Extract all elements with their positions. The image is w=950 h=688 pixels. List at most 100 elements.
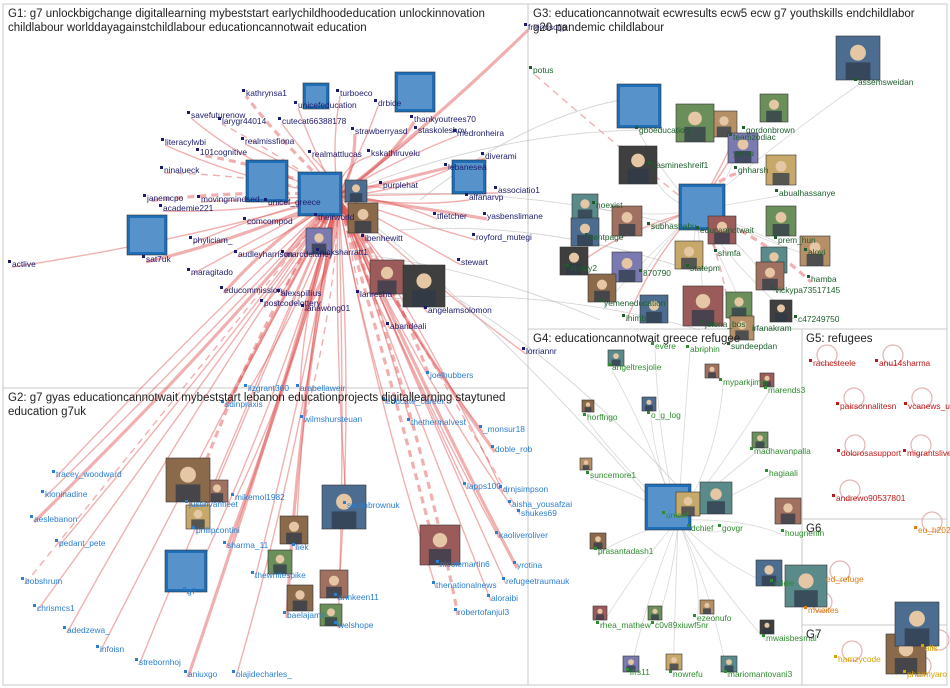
node-label[interactable]: turboeco xyxy=(340,88,373,98)
node-label[interactable]: doble_rob xyxy=(495,444,533,454)
node-label[interactable]: g7 xyxy=(187,586,197,596)
node-label[interactable]: prem_hun xyxy=(778,235,816,245)
node-label[interactable]: evere xyxy=(655,341,676,351)
node-label[interactable]: strebornhoj xyxy=(139,657,181,667)
node-label[interactable]: vcanews_uk xyxy=(908,401,950,411)
node-label[interactable]: annkeen11 xyxy=(338,592,379,602)
node-label[interactable]: tfletcher xyxy=(437,211,467,221)
node-label[interactable]: jelena_bos xyxy=(704,319,746,329)
node-label[interactable]: shady2 xyxy=(570,263,597,273)
node-label[interactable]: chrismcs1 xyxy=(37,603,75,613)
node-label[interactable]: bobshrum xyxy=(25,576,62,586)
node-label[interactable]: sat7uk xyxy=(146,254,171,264)
node-label[interactable]: kaoliveroliver xyxy=(499,530,548,540)
node-label[interactable]: purplehat xyxy=(383,180,419,190)
node-label[interactable]: pairsonnalitesn xyxy=(840,401,897,411)
node-label[interactable]: strawberryasd xyxy=(355,126,408,136)
node-label[interactable]: ihimb xyxy=(626,313,646,323)
node-label[interactable]: yemeneducation xyxy=(604,298,666,308)
node-label[interactable]: academie221 xyxy=(163,203,214,213)
node-label[interactable]: angelamsolomon xyxy=(428,305,492,315)
node-label[interactable]: 101cognitive xyxy=(200,147,247,157)
node-label[interactable]: noexist xyxy=(596,200,623,210)
node-label[interactable]: mikemol1982 xyxy=(235,492,285,502)
node-label[interactable]: lanresha xyxy=(360,289,392,299)
node-label[interactable]: pharmyaro xyxy=(907,669,947,679)
node-label[interactable]: sharma_11 xyxy=(227,540,269,550)
node-label[interactable]: larygr44014 xyxy=(222,116,267,126)
node-label[interactable]: tracey_woodward xyxy=(56,469,122,479)
node-label[interactable]: diverami xyxy=(485,151,517,161)
node-label[interactable]: alfanarvp xyxy=(469,192,504,202)
node-label[interactable]: govgr xyxy=(722,523,743,533)
node-label[interactable]: aniuxgo xyxy=(188,669,218,679)
node-label[interactable]: unicef_greece xyxy=(268,197,321,207)
node-label[interactable]: ed_refuge xyxy=(826,574,864,584)
node-label[interactable]: medronheira xyxy=(457,128,504,138)
node-label[interactable]: mvieites xyxy=(808,605,839,615)
node-label[interactable]: lanawong01 xyxy=(305,303,351,313)
node-label[interactable]: welshope xyxy=(337,620,374,630)
node-label[interactable]: hougnenin xyxy=(785,528,824,538)
node-label[interactable]: aloyi xyxy=(808,247,825,257)
node-label[interactable]: alls xyxy=(925,643,938,653)
node-label[interactable]: hagiaali xyxy=(769,468,798,478)
node-label[interactable]: lorriannr xyxy=(526,346,557,356)
node-label[interactable]: ghharsh xyxy=(738,165,769,175)
node-label[interactable]: marcdelaney xyxy=(285,249,334,259)
node-label[interactable]: abualhassanye xyxy=(779,188,836,198)
node-label[interactable]: stewart xyxy=(461,257,489,267)
node-label[interactable]: arabellaweir xyxy=(300,383,345,393)
node-label[interactable]: lapps100 xyxy=(467,481,501,491)
node-label[interactable]: unicefeducation xyxy=(298,100,357,110)
node-label[interactable]: lizgrant360 xyxy=(248,383,289,393)
node-label[interactable]: audleyharrison xyxy=(238,249,293,259)
node-label[interactable]: alexspillius xyxy=(281,288,322,298)
node-label[interactable]: liek xyxy=(296,542,309,552)
node-label[interactable]: lfrs11 xyxy=(630,667,650,677)
node-label[interactable]: postcodelottery xyxy=(264,298,322,308)
node-label[interactable]: nowrefu xyxy=(673,669,703,679)
node-label[interactable]: mariomantovani3 xyxy=(728,669,793,679)
node-label[interactable]: thewhitespike xyxy=(255,570,306,580)
node-label[interactable]: maragitado xyxy=(191,267,233,277)
node-label[interactable]: theirworld xyxy=(318,212,355,222)
node-label[interactable]: abriphin xyxy=(690,344,720,354)
node-label[interactable]: educommission xyxy=(224,285,283,295)
node-label[interactable]: yasmineshreif1 xyxy=(652,160,709,170)
node-label[interactable]: ibenhewitt xyxy=(365,233,403,243)
node-label[interactable]: aloraibi xyxy=(491,593,518,603)
node-label[interactable]: 870790 xyxy=(643,268,671,278)
node-label[interactable]: justinvanfleet xyxy=(188,499,239,509)
node-label[interactable]: o_g_log xyxy=(651,410,681,420)
node-label[interactable]: angeltresjolie xyxy=(612,362,662,372)
node-label[interactable]: joelhubbers xyxy=(429,370,473,380)
node-label[interactable]: gboeducation xyxy=(639,125,690,135)
node-label[interactable]: aeslebanon xyxy=(34,514,78,524)
node-label[interactable]: horffngo xyxy=(587,412,618,422)
node-label[interactable]: ninalueck xyxy=(164,165,200,175)
node-label[interactable]: kioninadine xyxy=(45,489,88,499)
node-label[interactable]: pedant_pete xyxy=(59,538,106,548)
node-label[interactable]: unicef xyxy=(666,510,689,520)
node-label[interactable]: baelajamil xyxy=(287,610,325,620)
node-label[interactable]: sdinpraxis xyxy=(225,399,263,409)
node-label[interactable]: thenationalnews xyxy=(436,580,497,590)
node-label[interactable]: kskathiruvelu xyxy=(371,148,420,158)
node-label[interactable]: sarahbrownuk xyxy=(347,500,400,510)
node-label[interactable]: phyliciam_ xyxy=(193,235,233,245)
node-label[interactable]: nicolemartin6 xyxy=(440,559,490,569)
node-label[interactable]: shukes69 xyxy=(521,508,557,518)
node-label[interactable]: statepm xyxy=(690,263,720,273)
node-label[interactable]: sundeepdan xyxy=(731,341,777,351)
node-label[interactable]: mwaisbesmal xyxy=(766,633,817,643)
node-label[interactable]: adedzewa_ xyxy=(67,625,110,635)
node-label[interactable]: associatio1 xyxy=(498,185,540,195)
node-label[interactable]: andrewo90537801 xyxy=(836,493,906,503)
node-label[interactable]: kentpage xyxy=(589,232,624,242)
node-label[interactable]: marends3 xyxy=(768,385,806,395)
node-label[interactable]: migrantslives xyxy=(907,448,950,458)
node-label[interactable]: thethermalvest xyxy=(411,417,467,427)
node-label[interactable]: eddie xyxy=(774,578,795,588)
node-label[interactable]: friendsofjp xyxy=(528,22,567,32)
